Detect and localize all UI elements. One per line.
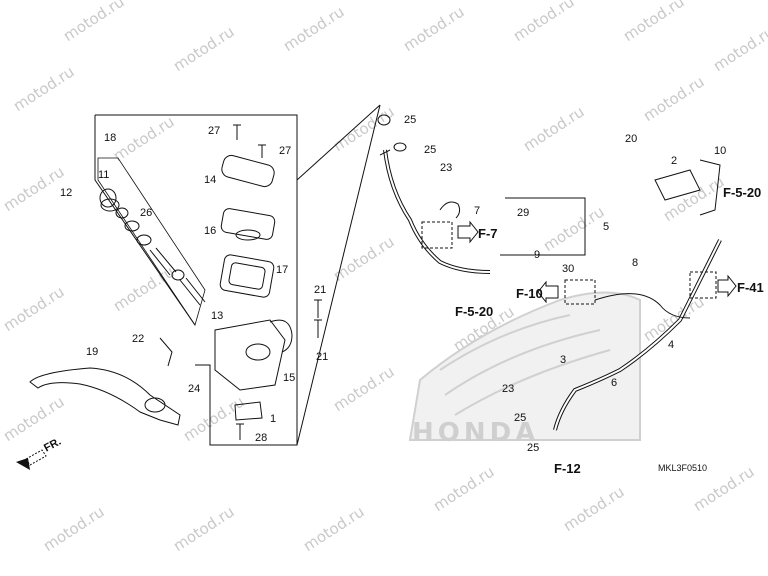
part-number-label: 28 (255, 432, 268, 444)
honda-logo-text: HONDA (412, 418, 540, 448)
part-number-label: 29 (517, 207, 530, 219)
part-number-label: 5 (603, 221, 610, 233)
reference-label: F-7 (478, 226, 498, 241)
part-number-label: 25 (404, 114, 417, 126)
part-number-label: 23 (502, 383, 515, 395)
part-number-label: 13 (211, 310, 224, 322)
part-number-label: 18 (104, 132, 117, 144)
part-number-label: 14 (204, 174, 217, 186)
part-number-label: 19 (86, 346, 99, 358)
part-number-label: 17 (276, 264, 289, 276)
part-number-label: 23 (440, 162, 453, 174)
part-number-label: 10 (714, 145, 727, 157)
part-number-label: 11 (98, 169, 110, 181)
part-number-label: 27 (208, 125, 221, 137)
part-number-label: 22 (132, 333, 145, 345)
part-number-label: 3 (560, 354, 567, 366)
master-cylinder-frame (94, 114, 298, 446)
drawing-code: MKL3F0510 (658, 463, 708, 473)
part-number-label: 4 (668, 339, 675, 351)
part-number-label: 25 (514, 412, 527, 424)
reference-label: F-12 (554, 461, 581, 476)
front-arrow (16, 449, 47, 470)
reservoir-cap (221, 154, 275, 188)
reference-label: F-5-20 (455, 304, 494, 319)
plate (220, 208, 276, 240)
part-number-label: 20 (625, 133, 638, 145)
diaphragm (219, 254, 275, 298)
brake-lever (29, 367, 181, 426)
part-number-label: 8 (632, 257, 639, 269)
reference-label: F-5-20 (723, 185, 762, 200)
part-number-label: 6 (611, 377, 618, 389)
part-number-label: 24 (188, 383, 201, 395)
part-number-label: 27 (279, 145, 292, 157)
part-number-label: 26 (140, 207, 153, 219)
honda-logo (408, 291, 641, 441)
part-number-label: 9 (534, 249, 541, 261)
part-number-label: 1 (270, 413, 277, 425)
part-number-label: 25 (424, 144, 437, 156)
part-number-label: 16 (204, 225, 217, 237)
reference-label: F-41 (737, 280, 764, 295)
part-number-label: 2 (671, 155, 678, 167)
reference-label: F-10 (516, 286, 543, 301)
part-number-label: 15 (283, 372, 296, 384)
part-number-label: 7 (474, 205, 481, 217)
part-number-label: 30 (562, 263, 575, 275)
kit-box-12 (97, 157, 206, 326)
part-number-label: 21 (314, 284, 327, 296)
master-cylinder-body (214, 319, 286, 391)
part-number-label: 25 (527, 442, 540, 454)
part-number-label: 21 (316, 351, 329, 363)
part-number-label: 12 (60, 187, 73, 199)
